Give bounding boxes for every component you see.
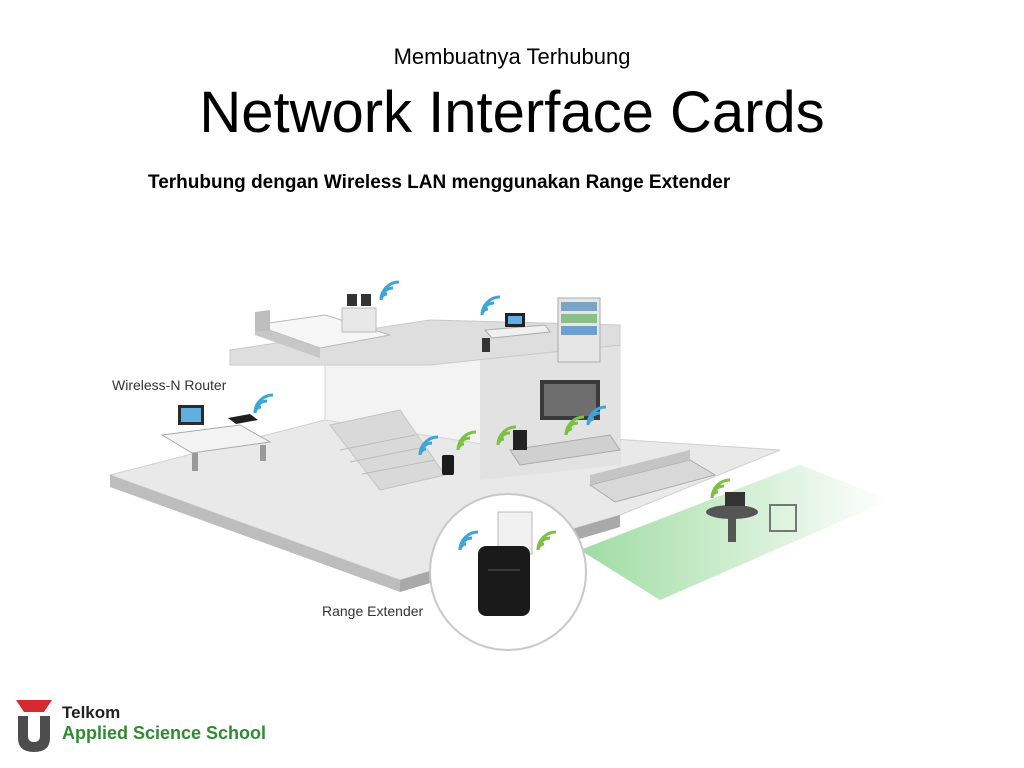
- telkom-logo-mark: [16, 700, 52, 752]
- range-extender-small: [442, 455, 454, 475]
- stereo-shelf: [341, 307, 377, 333]
- wireless-router: [228, 414, 258, 424]
- bed: [254, 310, 391, 358]
- office-desk: [160, 405, 272, 471]
- house-network-diagram: Wireless-N Router Range Extender: [108, 280, 890, 651]
- logo-line-1: Telkom: [62, 703, 121, 722]
- extender-label: Range Extender: [322, 603, 424, 619]
- patio-table-laptop: [706, 492, 797, 542]
- upstairs-desk: [482, 313, 551, 352]
- slide-title: Network Interface Cards: [199, 80, 825, 145]
- slide-subtitle: Membuatnya Terhubung: [393, 44, 631, 69]
- logo-line-2: Applied Science School: [62, 723, 267, 743]
- bookshelf: [557, 297, 601, 363]
- router-label: Wireless-N Router: [112, 377, 227, 393]
- range-extender-callout: [429, 493, 587, 651]
- tv-set: [509, 380, 621, 466]
- slide-caption: Terhubung dengan Wireless LAN menggunaka…: [148, 172, 731, 193]
- sofa: [588, 450, 717, 503]
